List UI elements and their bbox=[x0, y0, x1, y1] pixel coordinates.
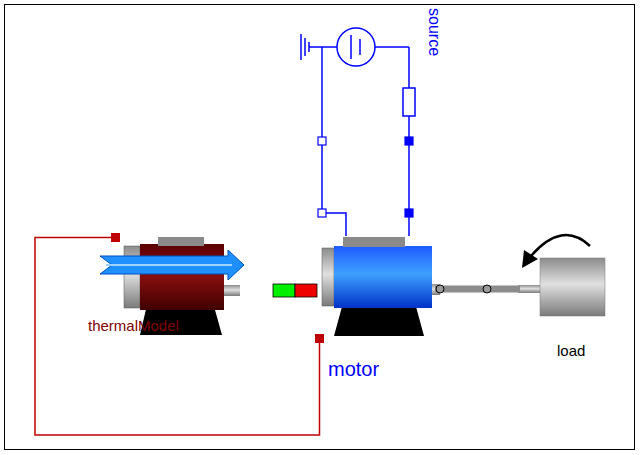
motor-icon bbox=[322, 237, 440, 336]
pin-positive bbox=[405, 137, 413, 145]
shaft bbox=[435, 286, 520, 293]
heat-port bbox=[315, 334, 324, 343]
flange bbox=[483, 285, 491, 293]
part-name: source bbox=[425, 8, 444, 56]
part-name: thermalModel bbox=[88, 317, 179, 335]
motor: motor bbox=[300, 236, 435, 338]
load-inertia: load bbox=[520, 228, 610, 363]
flange bbox=[436, 285, 444, 293]
pin-negative bbox=[318, 137, 326, 145]
thermal-model: thermalModel bbox=[115, 237, 230, 337]
load-icon bbox=[518, 235, 605, 316]
support-plug bbox=[273, 284, 317, 297]
heat-connection bbox=[35, 238, 320, 436]
frame bbox=[5, 5, 635, 450]
voltage-source: source bbox=[296, 22, 446, 120]
pin-negative bbox=[318, 209, 326, 217]
pin-positive bbox=[405, 209, 413, 217]
heat-port bbox=[111, 233, 120, 242]
source-symbol bbox=[301, 28, 415, 120]
part-name: load bbox=[557, 342, 585, 360]
part-name: motor bbox=[328, 357, 379, 381]
